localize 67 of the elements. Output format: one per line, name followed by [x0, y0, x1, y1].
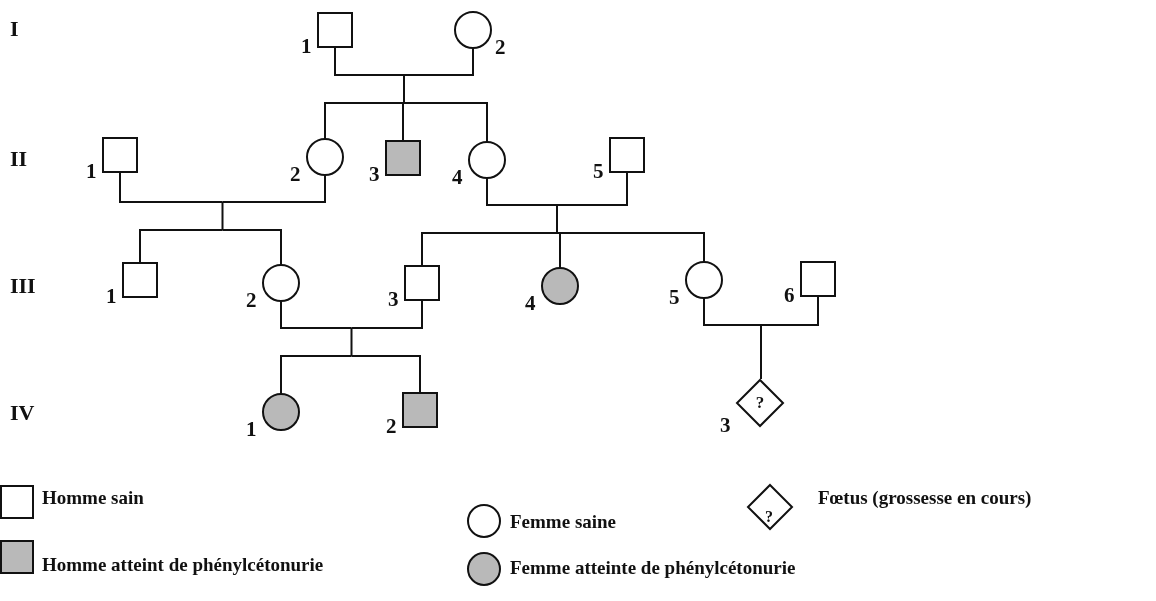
male-square [402, 392, 438, 428]
pedigree-line [760, 296, 819, 326]
individual-number: 2 [290, 164, 301, 185]
pedigree-line [403, 48, 474, 76]
pedigree-line [280, 355, 353, 394]
female-circle [685, 261, 723, 299]
individual-number: 3 [369, 164, 380, 185]
pedigree-line [486, 178, 558, 206]
legend-label: Femme saine [510, 512, 617, 531]
generation-label: III [10, 275, 36, 297]
pedigree-line [403, 74, 405, 104]
pedigree-line [324, 102, 405, 139]
individual-number: 3 [720, 415, 731, 436]
legend-label: Femme atteinte de phénylcétonurie [510, 558, 796, 577]
question-mark: ? [755, 393, 765, 413]
individual-number: 3 [388, 289, 399, 310]
pedigree-line [350, 355, 421, 393]
male-square [609, 137, 645, 173]
individual-number: 4 [452, 167, 463, 188]
pedigree-line [280, 301, 353, 329]
legend-label: Homme sain [42, 488, 144, 507]
pedigree-line [556, 232, 561, 268]
pedigree-line [421, 232, 558, 266]
pedigree-line [221, 229, 282, 265]
generation-label: I [10, 18, 19, 40]
male-square [102, 137, 138, 173]
male-square [385, 140, 421, 176]
individual-number: 2 [386, 416, 397, 437]
individual-number: 6 [784, 285, 795, 306]
individual-number: 1 [106, 286, 117, 307]
fetus-diamond [736, 379, 784, 427]
pedigree-line [139, 229, 224, 263]
individual-number: 1 [86, 161, 97, 182]
female-circle [468, 141, 506, 179]
individual-number: 4 [525, 293, 536, 314]
legend-label: Homme atteint de phénylcétonurie [42, 555, 324, 574]
legend-label: Fœtus (grossesse en cours) [818, 488, 1032, 507]
individual-number: 5 [593, 161, 604, 182]
male-square [122, 262, 158, 298]
pedigree-line [221, 201, 224, 231]
female-circle [306, 138, 344, 176]
female-circle [454, 11, 492, 49]
individual-number: 1 [301, 36, 312, 57]
pedigree-line [760, 324, 762, 380]
female-circle [541, 267, 579, 305]
male-square [404, 265, 440, 301]
pedigree-line [556, 172, 628, 206]
pedigree-line [119, 172, 224, 203]
individual-number: 1 [246, 419, 257, 440]
individual-number: 2 [246, 290, 257, 311]
female-circle [262, 393, 300, 431]
question-mark: ? [765, 509, 773, 525]
pedigree-line [403, 102, 488, 142]
generation-label: IV [10, 402, 35, 424]
pedigree-line [350, 327, 353, 357]
pedigree-line [402, 102, 405, 141]
male-square [317, 12, 353, 48]
male-square [800, 261, 836, 297]
pedigree-line [703, 298, 762, 326]
generation-label: II [10, 148, 28, 170]
individual-number: 5 [669, 287, 680, 308]
female-circle [262, 264, 300, 302]
pedigree-line [221, 175, 326, 203]
pedigree-line [334, 47, 405, 76]
pedigree-line [556, 204, 558, 234]
individual-number: 2 [495, 37, 506, 58]
pedigree-line [350, 300, 423, 329]
